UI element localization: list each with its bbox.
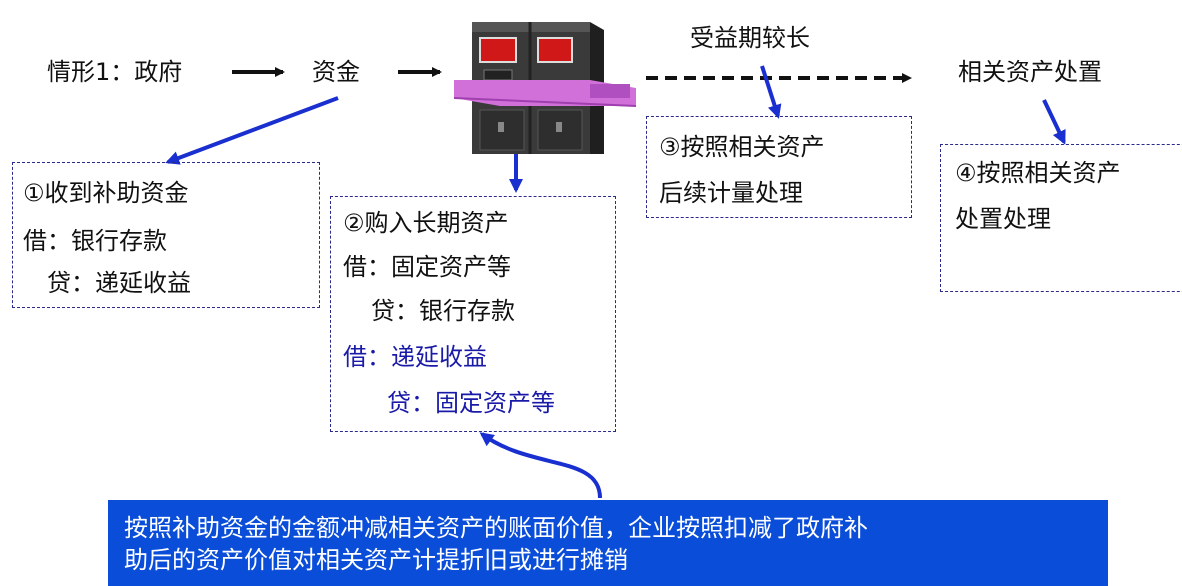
- arrow-disposal-to-box: [1042, 99, 1066, 145]
- start-label: 情形1：政府: [47, 58, 183, 86]
- receive-credit: 贷：递延收益: [47, 269, 191, 297]
- arrow-long-benefit-to-subsequent: [760, 65, 782, 119]
- receive-entry-box: ①收到补助资金 借：银行存款 贷：递延收益: [12, 162, 320, 308]
- note-line-2: 助后的资产价值对相关资产计提折旧或进行摊销: [124, 546, 628, 574]
- arrow-funds-to-receive: [165, 96, 339, 165]
- purchase-debit-deferred: 借：递延收益: [343, 343, 487, 371]
- disposal-box: ④按照相关资产 处置处理: [940, 144, 1182, 292]
- receive-title: ①收到补助资金: [23, 179, 189, 207]
- funds-label: 资金: [312, 58, 360, 86]
- subsequent-line-2: 后续计量处理: [659, 179, 803, 207]
- purchase-credit-fixed: 贷：固定资产等: [387, 389, 555, 417]
- explanation-note: 按照补助资金的金额冲减相关资产的账面价值，企业按照扣减了政府补 助后的资产价值对…: [108, 500, 1108, 586]
- purchase-credit: 贷：银行存款: [371, 297, 515, 325]
- disposal-label: 相关资产处置: [958, 58, 1102, 86]
- subsequent-box: ③按照相关资产 后续计量处理: [646, 116, 912, 218]
- purchase-title: ②购入长期资产: [343, 209, 509, 237]
- note-line-1: 按照补助资金的金额冲减相关资产的账面价值，企业按照扣减了政府补: [124, 514, 868, 542]
- receive-debit: 借：银行存款: [23, 227, 167, 255]
- long-benefit-label: 受益期较长: [690, 24, 810, 52]
- disposal-line-1: ④按照相关资产: [955, 159, 1121, 187]
- disposal-line-2: 处置处理: [955, 205, 1051, 233]
- purchase-entry-box: ②购入长期资产 借：固定资产等 贷：银行存款 借：递延收益 贷：固定资产等: [330, 196, 616, 432]
- machine-icon: [453, 22, 637, 154]
- subsequent-line-1: ③按照相关资产: [659, 133, 825, 161]
- purchase-debit: 借：固定资产等: [343, 253, 511, 281]
- arrow-note-to-purchase: [479, 432, 602, 499]
